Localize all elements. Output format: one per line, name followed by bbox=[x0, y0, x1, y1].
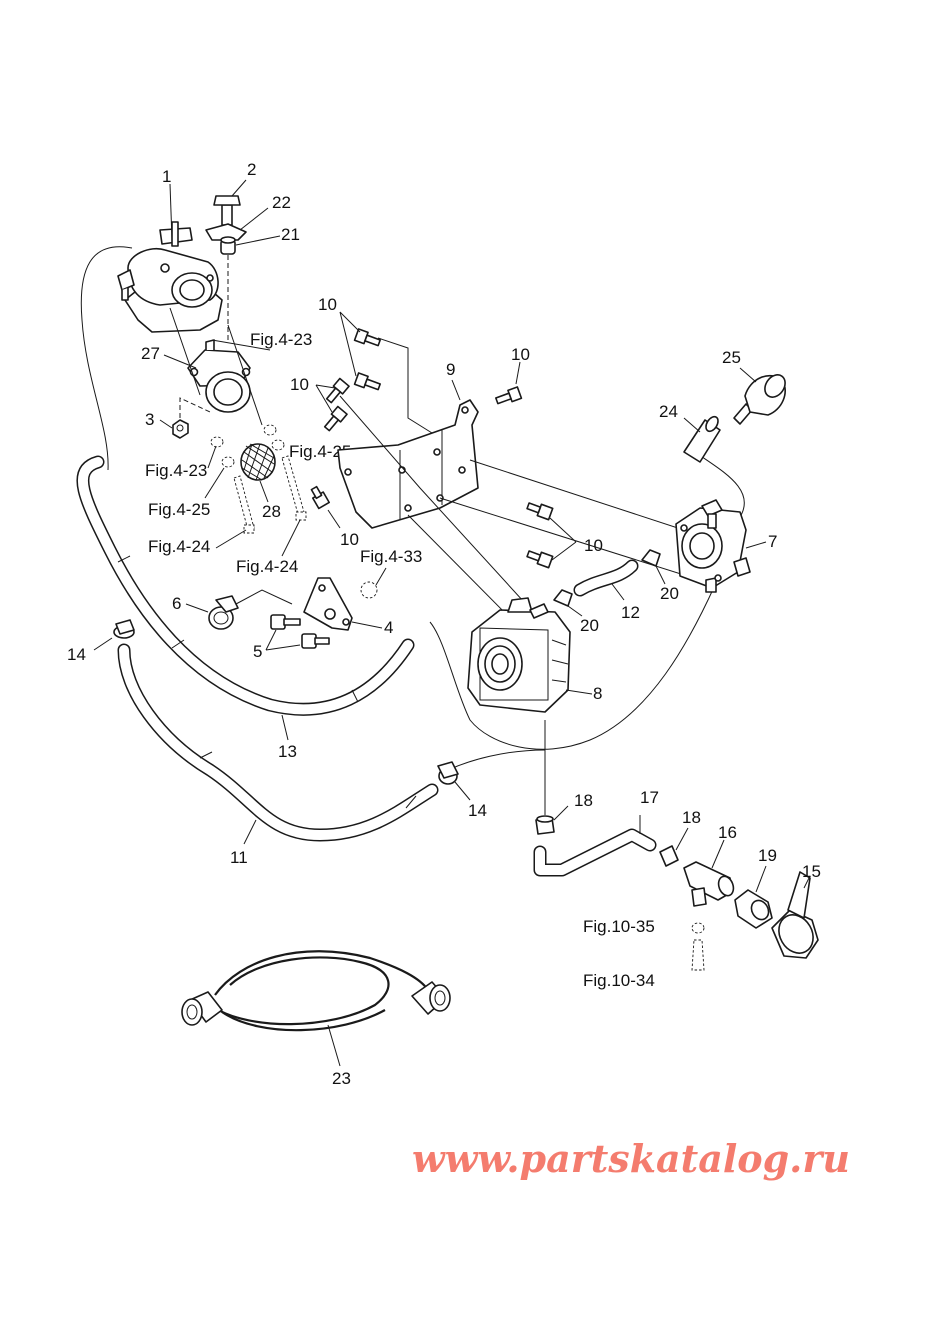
label-part-24: 24 bbox=[659, 402, 678, 421]
label-part-9: 9 bbox=[446, 360, 455, 379]
collar-part-21[interactable] bbox=[220, 236, 236, 255]
label-fig-4-23-left: Fig.4-23 bbox=[145, 461, 207, 480]
fittings-part-20[interactable] bbox=[553, 549, 661, 607]
label-part-1: 1 bbox=[162, 167, 171, 186]
fitting-part-18-left[interactable] bbox=[535, 815, 555, 835]
label-fig-4-24-left: Fig.4-24 bbox=[148, 537, 210, 556]
label-part-3: 3 bbox=[145, 410, 154, 429]
label-part-10-bottom: 10 bbox=[340, 530, 359, 549]
label-part-14-right: 14 bbox=[468, 801, 487, 820]
label-part-10-top: 10 bbox=[318, 295, 337, 314]
fuel-line-connector-left-icon bbox=[181, 991, 223, 1026]
connector-part-16[interactable] bbox=[683, 861, 736, 907]
label-part-4: 4 bbox=[384, 618, 393, 637]
label-part-27: 27 bbox=[141, 344, 160, 363]
reference-parts-intake bbox=[210, 424, 307, 534]
label-part-8: 8 bbox=[593, 684, 602, 703]
label-fig-10-34: Fig.10-34 bbox=[583, 971, 655, 990]
label-part-25: 25 bbox=[722, 348, 741, 367]
watermark-text: www.partskatalog.ru bbox=[412, 1136, 850, 1181]
label-part-23: 23 bbox=[332, 1069, 351, 1088]
plate-part-4[interactable] bbox=[303, 577, 353, 631]
label-part-10-lower-right: 10 bbox=[584, 536, 603, 555]
bolt-part-2[interactable] bbox=[213, 195, 241, 226]
bolts-part-5[interactable] bbox=[270, 614, 330, 649]
fuel-pump-part-7[interactable] bbox=[675, 499, 751, 593]
label-part-2: 2 bbox=[247, 160, 256, 179]
label-part-22: 22 bbox=[272, 193, 291, 212]
label-part-15: 15 bbox=[802, 862, 821, 881]
fuel-line-connector-right-icon bbox=[411, 981, 451, 1015]
routing-lines bbox=[80, 246, 745, 815]
hose-part-13[interactable] bbox=[76, 455, 415, 716]
label-fig-4-33: Fig.4-33 bbox=[360, 547, 422, 566]
primer-bulb-part-25[interactable] bbox=[733, 371, 789, 425]
cap-part-15[interactable] bbox=[771, 871, 820, 959]
label-part-20-left: 20 bbox=[580, 616, 599, 635]
hose-part-12[interactable] bbox=[573, 559, 639, 597]
plate-part-22[interactable] bbox=[205, 223, 247, 241]
hose-clamp-part-14-lower[interactable] bbox=[437, 761, 459, 785]
label-part-12: 12 bbox=[621, 603, 640, 622]
label-part-21: 21 bbox=[281, 225, 300, 244]
hose-part-24[interactable] bbox=[683, 415, 721, 463]
hose-part-11[interactable] bbox=[117, 643, 439, 842]
label-part-6: 6 bbox=[172, 594, 181, 613]
label-fig-4-24-bottom: Fig.4-24 bbox=[236, 557, 298, 576]
label-fig-4-25-left: Fig.4-25 bbox=[148, 500, 210, 519]
label-part-7: 7 bbox=[768, 532, 777, 551]
filter-screen-part-28[interactable] bbox=[240, 443, 276, 481]
label-part-17: 17 bbox=[640, 788, 659, 807]
hose-part-17[interactable] bbox=[533, 828, 657, 877]
label-fig-4-25-right: Fig.4-25 bbox=[289, 442, 351, 461]
label-part-16: 16 bbox=[718, 823, 737, 842]
label-part-20-right: 20 bbox=[660, 584, 679, 603]
intake-manifold-part-27[interactable] bbox=[187, 339, 251, 413]
label-fig-10-35: Fig.10-35 bbox=[583, 917, 655, 936]
hose-clamp-part-14-upper[interactable] bbox=[113, 619, 135, 639]
label-part-10-right: 10 bbox=[511, 345, 530, 364]
label-part-11: 11 bbox=[230, 848, 248, 867]
label-part-28: 28 bbox=[262, 502, 281, 521]
label-part-5: 5 bbox=[253, 642, 262, 661]
label-part-10-left: 10 bbox=[290, 375, 309, 394]
label-part-18-right: 18 bbox=[682, 808, 701, 827]
nut-part-3[interactable] bbox=[172, 419, 189, 439]
fitting-part-18-right[interactable] bbox=[659, 845, 679, 867]
bracket-part-9[interactable] bbox=[337, 399, 479, 529]
carburetor-part-1[interactable] bbox=[117, 221, 223, 333]
hose-clamp-part-6[interactable] bbox=[208, 595, 239, 630]
label-part-13: 13 bbox=[278, 742, 297, 761]
fitting-part-19[interactable] bbox=[734, 889, 773, 929]
label-part-18-left: 18 bbox=[574, 791, 593, 810]
label-fig-4-23-top: Fig.4-23 bbox=[250, 330, 312, 349]
fuel-line-assembly-part-23[interactable] bbox=[181, 950, 451, 1032]
label-part-14-left: 14 bbox=[67, 645, 86, 664]
bolts-part-10[interactable] bbox=[309, 328, 554, 569]
fuel-filter-part-8[interactable] bbox=[467, 597, 571, 713]
label-part-19: 19 bbox=[758, 846, 777, 865]
